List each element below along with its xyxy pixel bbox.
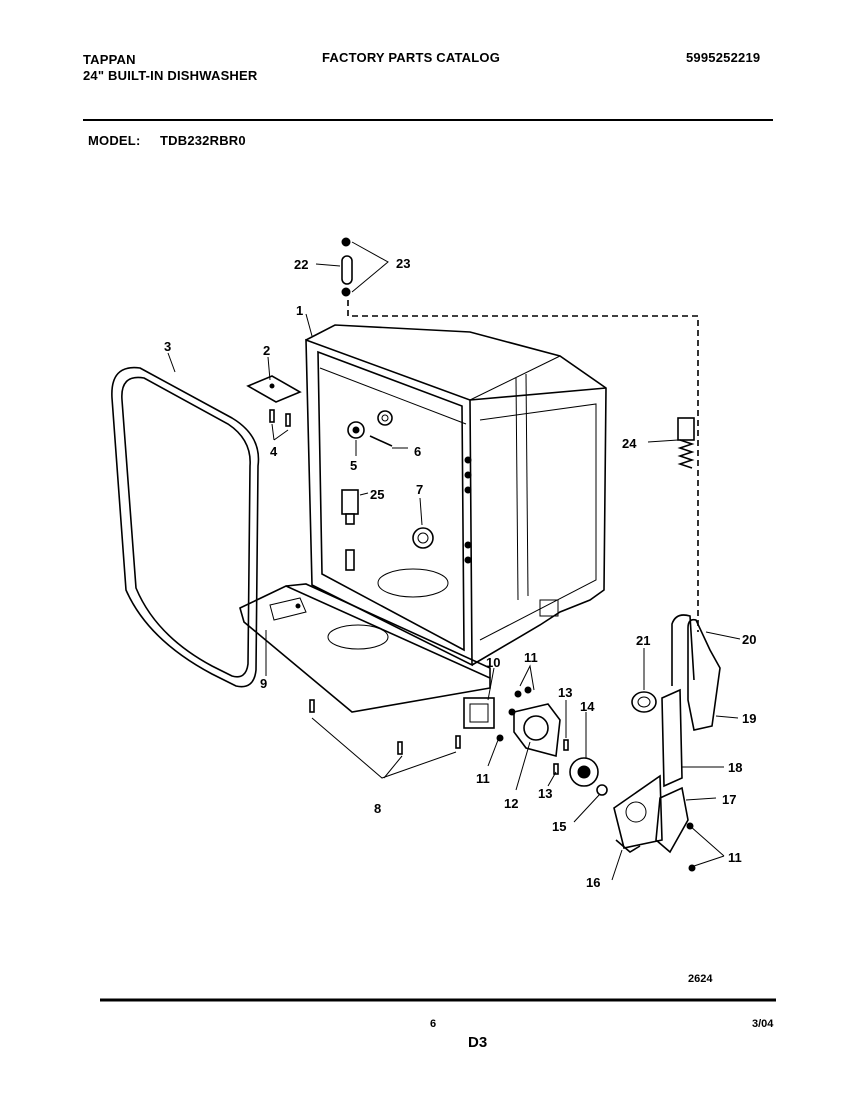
hose-and-clamps xyxy=(341,237,699,632)
drawing-number: 2624 xyxy=(688,973,713,985)
leader-lines xyxy=(167,241,741,881)
callout-11-b: 11 xyxy=(476,771,490,786)
catalog-number: 5995252219 xyxy=(686,50,761,65)
callout-9: 9 xyxy=(260,676,267,691)
revision-date: 3/04 xyxy=(752,1018,774,1030)
catalog-title: FACTORY PARTS CATALOG xyxy=(322,50,501,65)
callout-13-b: 13 xyxy=(538,786,552,801)
base-screws xyxy=(309,699,461,755)
callout-10: 10 xyxy=(486,655,500,670)
product-name: 24" BUILT-IN DISHWASHER xyxy=(83,68,258,83)
callout-16: 16 xyxy=(586,875,600,890)
callout-20: 20 xyxy=(742,632,756,647)
callout-12: 12 xyxy=(504,796,518,811)
callout-13-a: 13 xyxy=(558,685,572,700)
callout-15: 15 xyxy=(552,819,566,834)
section-code: D3 xyxy=(468,1034,487,1051)
base-frame xyxy=(239,583,491,713)
tub-assembly xyxy=(305,324,607,667)
model-value: TDB232RBR0 xyxy=(160,133,246,148)
model-label: MODEL: xyxy=(88,133,141,148)
callout-14: 14 xyxy=(580,699,595,714)
door-gasket xyxy=(111,366,260,688)
callout-11-c: 11 xyxy=(728,850,742,865)
callout-8: 8 xyxy=(374,801,381,816)
callout-3: 3 xyxy=(164,339,171,354)
page-number: 6 xyxy=(430,1018,436,1030)
callout-21: 21 xyxy=(636,633,650,648)
inlet-fitting xyxy=(347,421,393,447)
callout-11-a: 11 xyxy=(524,650,538,665)
latch-link-parts xyxy=(631,614,721,788)
callout-19: 19 xyxy=(742,711,756,726)
callout-1: 1 xyxy=(296,303,303,318)
callout-2: 2 xyxy=(263,343,270,358)
spring-part xyxy=(677,417,695,469)
latch-assembly xyxy=(463,686,696,872)
callout-6: 6 xyxy=(414,444,421,459)
callout-22: 22 xyxy=(294,257,308,272)
callout-23: 23 xyxy=(396,256,410,271)
callout-7: 7 xyxy=(416,482,423,497)
callout-24: 24 xyxy=(622,436,637,451)
screw-pair xyxy=(269,409,291,427)
hinge-plate xyxy=(246,375,302,403)
callout-4: 4 xyxy=(270,444,278,459)
callout-5: 5 xyxy=(350,458,357,473)
callout-17: 17 xyxy=(722,792,736,807)
header-rule xyxy=(83,119,773,121)
callout-25: 25 xyxy=(370,487,384,502)
valve-part xyxy=(341,489,359,571)
callout-18: 18 xyxy=(728,760,742,775)
brand-name: TAPPAN xyxy=(83,52,136,67)
